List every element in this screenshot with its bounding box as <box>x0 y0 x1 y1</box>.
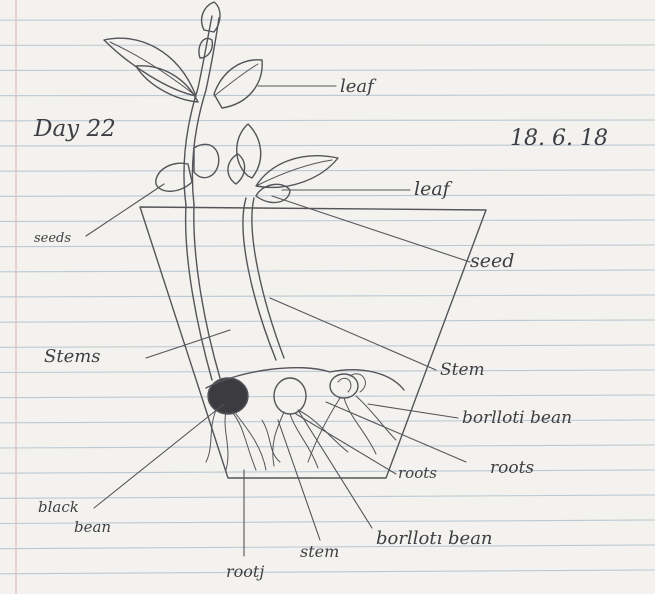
ruled-line <box>0 220 655 221</box>
leaf-right-2 <box>256 156 338 188</box>
label-borlotti-bean-bottom: borllotı bean <box>376 530 493 548</box>
ruled-line <box>0 395 655 398</box>
ruled-line <box>0 270 655 272</box>
label-stems: Stems <box>44 348 101 366</box>
ruled-line <box>0 570 655 574</box>
label-roots-mid: roots <box>398 466 437 481</box>
borlotti-bean-right <box>330 374 358 398</box>
label-black-bean-line2: bean <box>74 520 111 535</box>
label-black-bean: black <box>38 500 79 515</box>
date-label: 18. 6. 18 <box>510 128 608 150</box>
ruled-lines <box>0 20 655 574</box>
seed-half-left <box>156 163 192 191</box>
ruled-line <box>0 470 655 473</box>
ruled-line <box>0 245 655 247</box>
label-borlotti-bean-right: borlloti bean <box>462 410 572 427</box>
leaf-right-1 <box>237 124 261 178</box>
label-roots-right: roots <box>490 460 534 477</box>
stem-left-lower <box>186 205 212 380</box>
label-seeds: seeds <box>34 232 71 245</box>
ruled-line <box>0 295 655 297</box>
stem-left-lower-inner <box>194 205 220 378</box>
label-leaf-mid: leaf <box>414 180 450 199</box>
ruled-line <box>0 445 655 448</box>
ruled-line <box>0 195 655 196</box>
leaf-top-right <box>214 60 262 108</box>
leaf-left-second <box>136 66 198 102</box>
ruled-line <box>0 320 655 322</box>
ruled-line <box>0 95 655 96</box>
label-leaf-top: leaf <box>340 78 374 96</box>
label-roots-bottom: rootj <box>226 564 264 580</box>
seed-half-right <box>194 144 219 177</box>
day-label: Day 22 <box>34 118 116 141</box>
stem-right-inner <box>252 198 284 358</box>
label-stem-right: Stem <box>440 362 485 379</box>
ruled-line <box>0 495 655 498</box>
label-stem-bottom: stem <box>300 544 339 560</box>
leaf-bud-top <box>202 2 220 32</box>
label-seed: seed <box>470 252 514 271</box>
ruled-line <box>0 170 655 171</box>
